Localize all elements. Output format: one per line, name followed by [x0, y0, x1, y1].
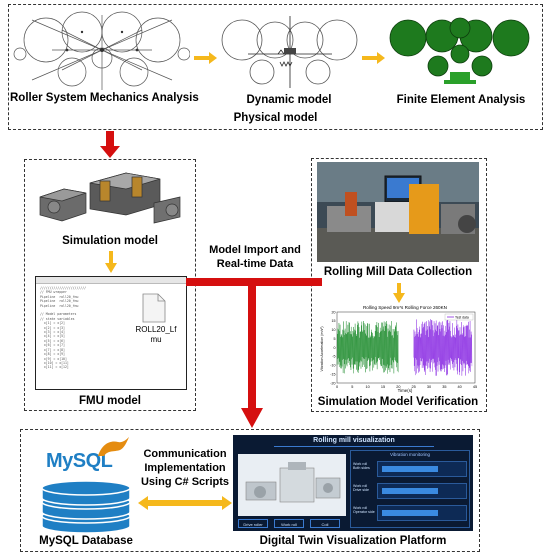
model-import-text: Model Import and Real-time Data: [209, 244, 301, 270]
fmu-model-label: FMU model: [79, 395, 141, 407]
database-icon: [38, 476, 134, 534]
arrow-physical-to-simulation: [100, 131, 120, 158]
dt-platform-label: Digital Twin Visualization Platform: [259, 535, 447, 547]
dt-button-work-roll[interactable]: Work roll: [274, 519, 304, 528]
dolphin-icon: [98, 437, 129, 456]
series-line-1: [336, 321, 399, 374]
y-tick-label: 10: [332, 328, 336, 332]
verification-label: Simulation Model Verification: [317, 396, 479, 408]
dt-screen-title: Rolling mill visualization: [313, 437, 395, 444]
dt-row-2-label: Work roll Drive side: [353, 484, 369, 493]
y-tick-label: 20: [332, 310, 336, 314]
red-connector-lines: [186, 278, 322, 428]
communication-text: Communication Implementation Using C# Sc…: [140, 448, 230, 488]
arrow-dynamic-to-fea: [362, 52, 385, 64]
x-tick-label: 30: [427, 385, 431, 389]
dt-machine-model: [238, 454, 346, 516]
physical-model-group: [8, 4, 543, 130]
dt-row-1-signal: [377, 461, 467, 477]
rolling-mill-collection-label: Rolling Mill Data Collection: [323, 266, 473, 278]
dt-row-2-signal: [377, 483, 467, 499]
platform-group: [20, 429, 480, 552]
fmu-code-lines: //////////////////////// // FMU wrapper …: [40, 286, 87, 370]
dt-monitor-panel: Vibration monitoring Work roll Both side…: [350, 450, 470, 528]
y-tick-label: -10: [330, 364, 335, 368]
arrow-collection-to-verify: [393, 283, 405, 303]
y-tick-label: -15: [330, 372, 335, 376]
y-tick-label: 0: [334, 346, 336, 350]
rolling-mill-photo: [317, 162, 479, 262]
series-line-2: [413, 319, 473, 376]
dt-row-3-signal: [377, 505, 467, 521]
y-tick-label: -5: [332, 355, 335, 359]
fmu-file-icon: [142, 293, 166, 323]
chart-xlabel: Time(s): [398, 388, 413, 393]
verification-chart: Rolling Speed 9m*s Rolling Force 260KN T…: [319, 303, 479, 393]
chart-title: Rolling Speed 9m*s Rolling Force 260KN: [363, 305, 447, 310]
dt-row-3-label: Work roll Operator side: [353, 506, 375, 515]
mysql-logo: MySQL: [44, 436, 132, 476]
legend-label: Test data: [455, 315, 469, 319]
dt-header-bar: [274, 446, 434, 447]
fea-label: Finite Element Analysis: [396, 94, 526, 106]
chart-legend: [444, 313, 474, 321]
dynamic-model-label: Dynamic model: [246, 94, 332, 106]
y-tick-label: 15: [332, 319, 336, 323]
x-tick-label: 25: [412, 385, 416, 389]
x-tick-label: 20: [396, 385, 400, 389]
y-tick-label: -20: [330, 381, 335, 385]
x-tick-label: 45: [473, 385, 477, 389]
x-tick-label: 0: [336, 385, 338, 389]
fmu-model-image: //////////////////////// // FMU wrapper …: [35, 276, 187, 390]
fea-diagram: [386, 8, 536, 92]
y-tick-label: 5: [334, 337, 336, 341]
dt-row-1-label: Work roll Both sides: [353, 462, 370, 471]
x-tick-label: 35: [442, 385, 446, 389]
arrow-sim-to-fmu: [105, 251, 117, 273]
chart-ylabel: Vibration Acceleration (m/s²): [320, 326, 324, 371]
dt-screen: Rolling mill visualization Vibration mon…: [233, 435, 473, 531]
x-tick-label: 15: [381, 385, 385, 389]
x-tick-label: 10: [366, 385, 370, 389]
fmu-file-name: ROLL20_Lf mu: [135, 325, 177, 344]
arrow-roller-to-dynamic: [194, 52, 217, 64]
dynamic-model-diagram: [218, 10, 360, 90]
dt-monitor-title: Vibration monitoring: [390, 452, 430, 457]
dt-button-drive-roller[interactable]: Drive roller: [238, 519, 268, 528]
x-tick-label: 5: [351, 385, 353, 389]
simulation-model-image: [34, 163, 186, 231]
physical-model-label: Physical model: [233, 112, 318, 124]
dt-button-coil[interactable]: Coil: [310, 519, 340, 528]
mysql-database-label: MySQL Database: [39, 535, 133, 547]
double-arrow-mysql-dt: [138, 496, 232, 510]
fmu-window-bar: [36, 277, 186, 284]
x-tick-label: 40: [458, 385, 462, 389]
roller-mechanics-label: Roller System Mechanics Analysis: [10, 92, 199, 104]
mysql-logo-text: MySQL: [46, 450, 113, 472]
simulation-model-label: Simulation model: [62, 235, 158, 247]
roller-mechanics-diagram: [12, 10, 190, 92]
